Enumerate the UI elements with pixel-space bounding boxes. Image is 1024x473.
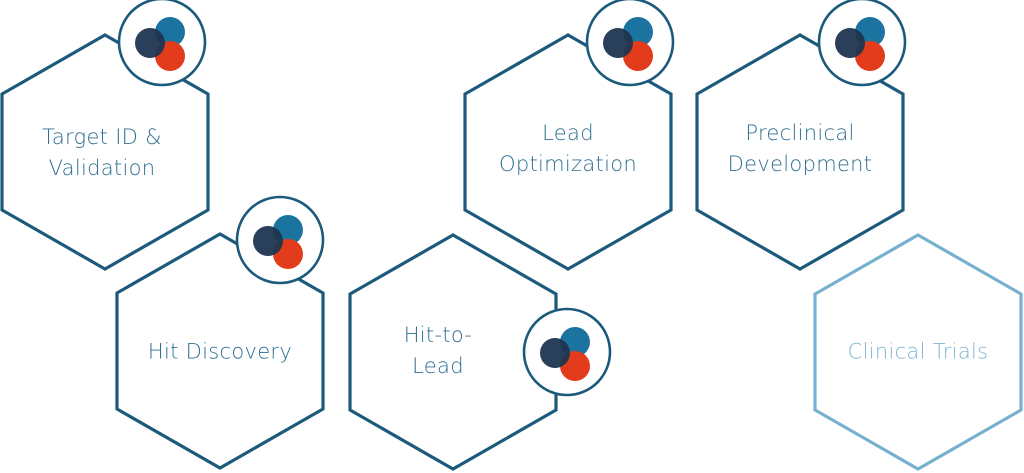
hexagon-hit-to-lead [348,233,558,471]
navy-dot [603,28,633,58]
navy-dot [835,28,865,58]
molecule-badge-icon [585,0,675,87]
stage-label-target-id: Target ID &Validation [42,125,162,180]
navy-dot [135,28,165,58]
molecule-badge-icon [522,307,612,397]
navy-dot [540,338,570,368]
navy-dot [253,226,283,256]
hexagon-hit-discovery [115,232,325,470]
stage-label-hit-discovery: Hit Discovery [147,339,293,364]
hexagon-preclinical [695,33,905,271]
stage-label-hit-to-lead: Hit-to-Lead [403,323,473,378]
hexagon-lead-optimization [463,33,673,271]
stage-label-clinical-trials: Clinical Trials [847,339,989,364]
molecule-badge-icon [117,0,207,87]
molecule-badge-icon [817,0,907,87]
hexagon-clinical-trials [813,233,1023,471]
molecule-badge-icon [235,195,325,285]
hexagon-target-id [0,33,210,271]
